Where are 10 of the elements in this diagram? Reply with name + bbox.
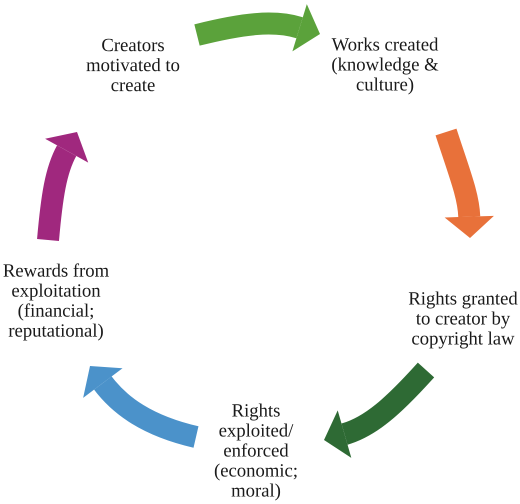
step-label: Rights granted to creator by copyright law <box>408 292 518 348</box>
arrow <box>194 4 320 52</box>
arrow <box>83 366 199 448</box>
arrow <box>436 128 494 238</box>
step-label: Rewards from exploitation (financial; reputational) <box>3 263 109 341</box>
step-label: Rights exploited/ enforced (economic; moral) <box>214 404 297 500</box>
arrow <box>324 362 434 458</box>
step-label: Works created (knowledge & culture) <box>332 38 438 94</box>
step-label: Creators motivated to create <box>86 38 180 92</box>
arrow <box>37 132 88 241</box>
